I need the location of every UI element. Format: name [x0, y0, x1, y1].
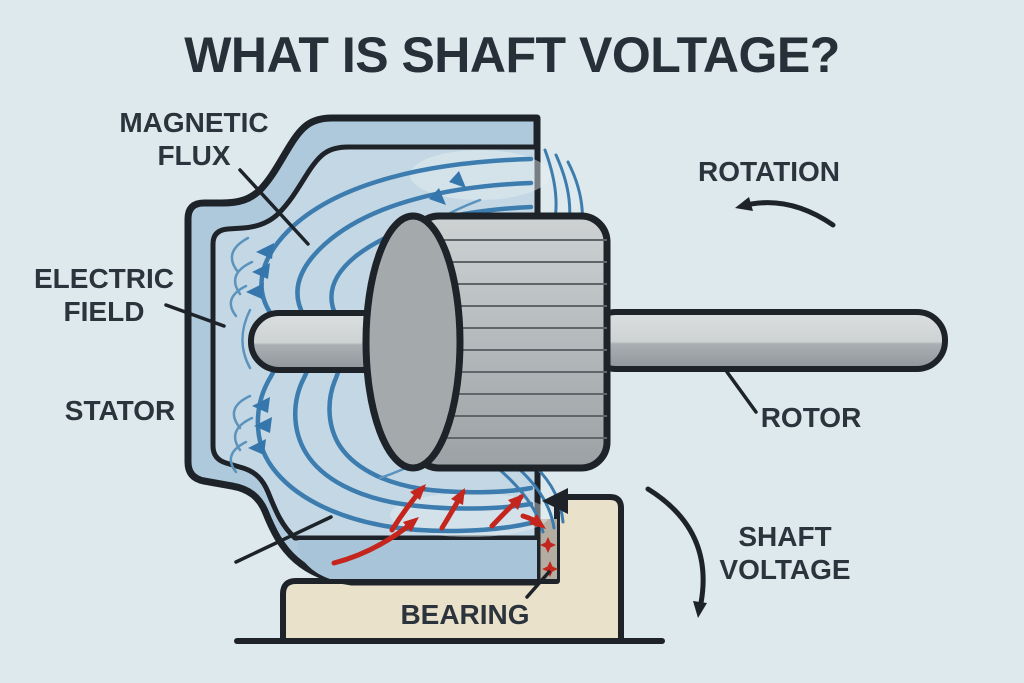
stator-label: STATOR	[64, 395, 176, 426]
rotation-arrow	[735, 197, 836, 228]
spark-icon	[540, 537, 558, 577]
rotation-label: ROTATION	[697, 156, 841, 187]
magnetic-flux-leader	[238, 168, 310, 246]
shaft-voltage-label: SHAFT VOLTAGE	[719, 521, 851, 585]
bearing-label: BEARING	[400, 599, 530, 630]
rotor-cylinder	[362, 212, 611, 472]
shaft-right	[585, 309, 948, 372]
magnetic-flux-arrowheads	[246, 171, 466, 455]
bearing-leader	[525, 570, 551, 599]
shaft-voltage-arrow	[645, 486, 707, 618]
shaft-current-arrowheads	[403, 484, 546, 532]
magnetic-flux-label: MAGNETIC FLUX	[119, 107, 269, 171]
stator-lower-block	[298, 540, 537, 579]
electric-field-label: ELECTRIC FIELD	[34, 263, 174, 327]
stator-leader	[234, 515, 333, 564]
interior-highlight-top	[410, 150, 550, 200]
rotor-leader	[725, 370, 758, 414]
rotor-face	[362, 212, 464, 472]
page-title: WHAT IS SHAFT VOLTAGE?	[184, 27, 840, 83]
discharge-arrowhead	[542, 488, 568, 514]
electric-field-leader	[164, 303, 226, 328]
rotor-label: ROTOR	[760, 402, 862, 433]
leader-lines	[164, 168, 758, 599]
